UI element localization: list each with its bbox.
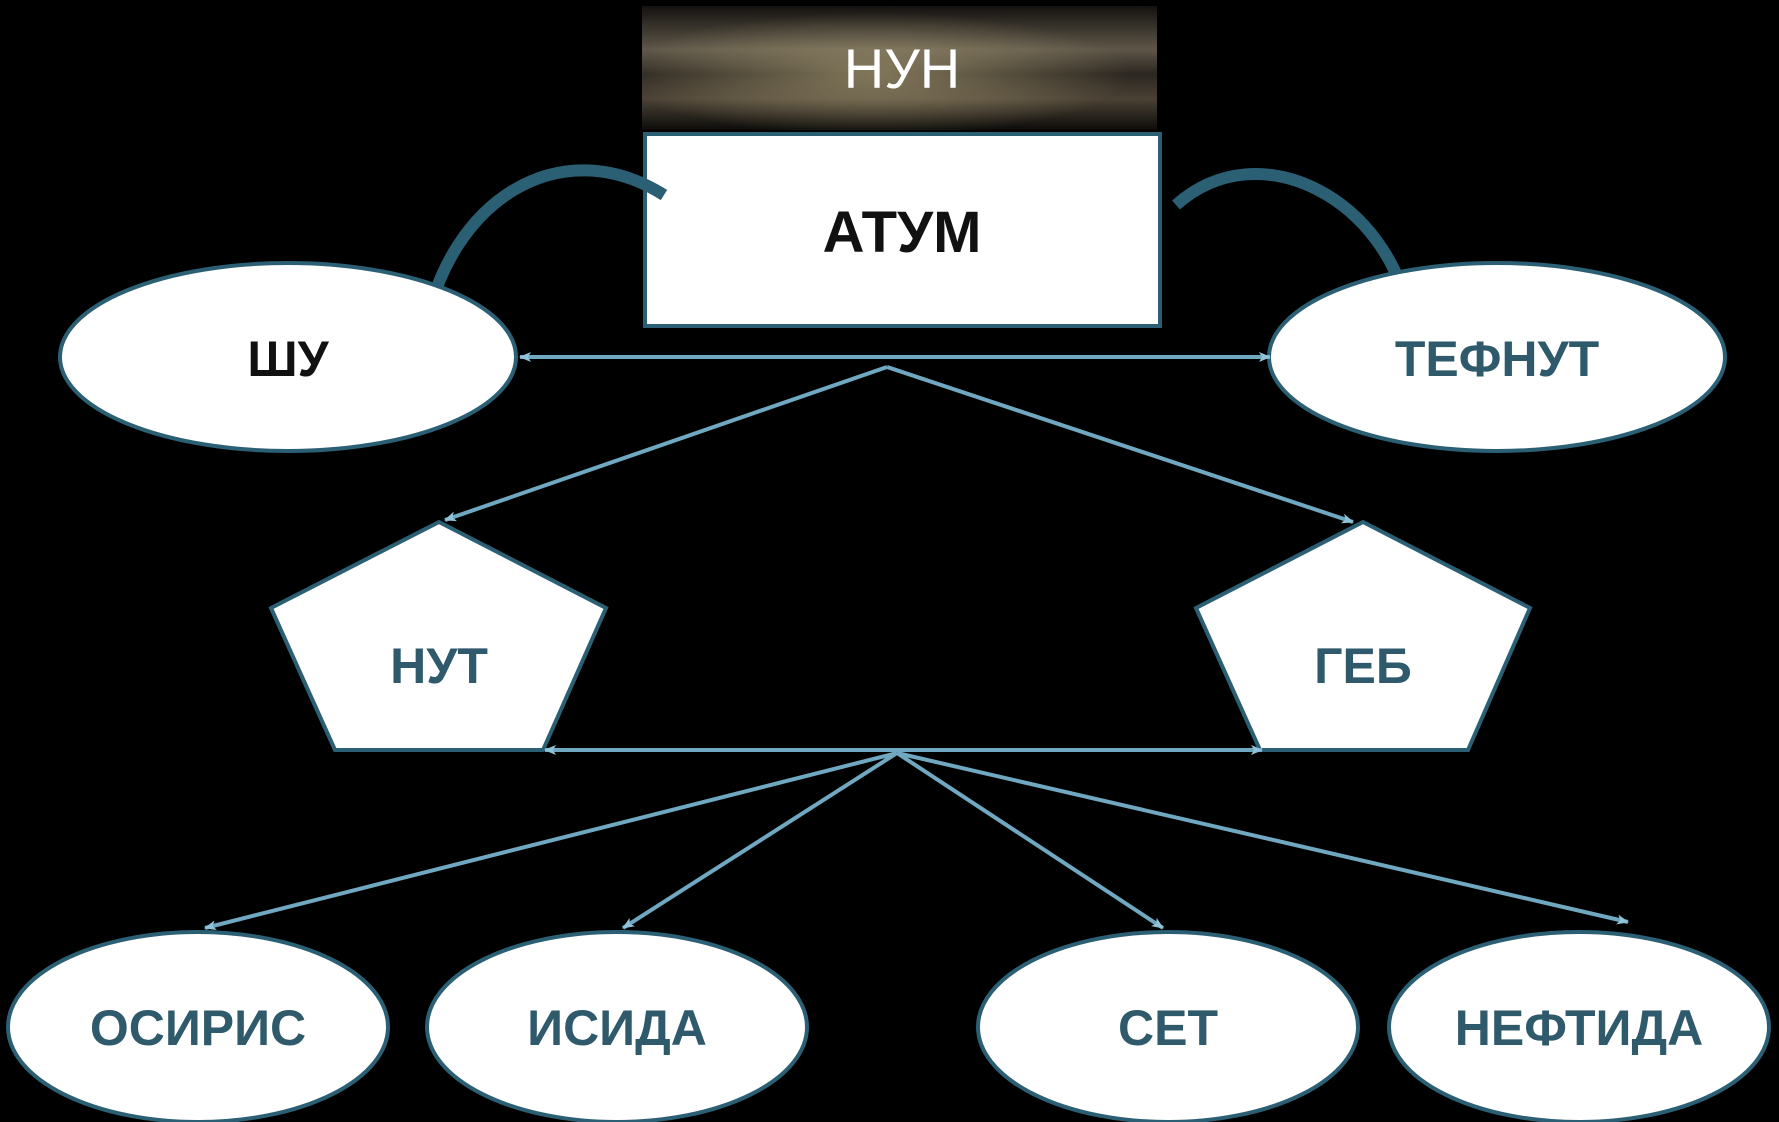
nephthys-label: НЕФТИДА [1455, 1000, 1703, 1056]
set-node: СЕТ [976, 930, 1360, 1122]
to-osiris-arrow [204, 751, 898, 931]
nun-label: НУН [844, 37, 960, 100]
to-set-arrow [895, 751, 1165, 930]
to-geb-arrow [886, 365, 1354, 524]
nephthys-node: НЕФТИДА [1387, 930, 1771, 1122]
nut-label: НУТ [390, 638, 488, 694]
set-label: СЕТ [1118, 1000, 1218, 1056]
tefnut-label: ТЕФНУТ [1395, 331, 1599, 387]
osiris-node: ОСИРИС [6, 930, 390, 1122]
to-nut-arrow [444, 365, 888, 522]
geb-node: ГЕБ [1193, 519, 1533, 752]
to-isis-arrow [621, 751, 899, 930]
atum-label: АТУМ [823, 200, 982, 265]
geb-label: ГЕБ [1314, 638, 1412, 694]
atum-node: АТУМ [643, 132, 1162, 328]
to-nephthys-arrow [896, 751, 1629, 925]
tefnut-node: ТЕФНУТ [1267, 261, 1727, 453]
atum-to-shu-arrow [416, 164, 668, 337]
isis-label: ИСИДА [527, 1000, 707, 1056]
shu-label: ШУ [247, 331, 329, 387]
osiris-label: ОСИРИС [90, 1000, 306, 1056]
nut-node: НУТ [268, 519, 609, 752]
shu-node: ШУ [58, 261, 518, 453]
nun-banner: НУН [642, 6, 1157, 130]
isis-node: ИСИДА [425, 930, 809, 1122]
